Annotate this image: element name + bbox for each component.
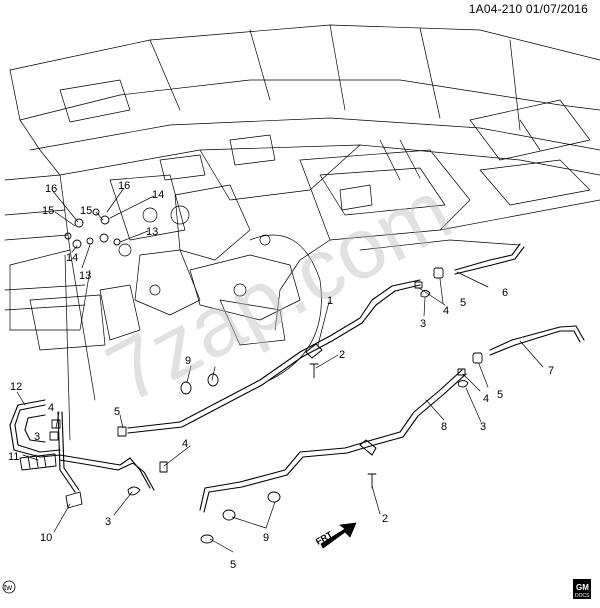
clip-3-d bbox=[49, 431, 59, 441]
callout-3: 3 bbox=[480, 421, 486, 433]
fitting-11 bbox=[19, 453, 57, 471]
callout-5: 5 bbox=[230, 559, 236, 571]
callout-2: 2 bbox=[382, 513, 388, 525]
brake-pipe-1 bbox=[127, 279, 421, 434]
brake-hose-12 bbox=[9, 399, 155, 493]
callout-4: 4 bbox=[443, 305, 449, 317]
brake-pipe-6 bbox=[454, 243, 525, 275]
callout-11: 11 bbox=[8, 451, 19, 463]
callout-15: 15 bbox=[42, 205, 54, 217]
callout-5: 5 bbox=[497, 389, 503, 401]
callout-5: 5 bbox=[114, 406, 120, 418]
clip-5-c bbox=[472, 352, 483, 364]
callout-9: 9 bbox=[185, 355, 191, 367]
clip-3-a bbox=[420, 290, 431, 298]
tw-logo bbox=[2, 580, 16, 594]
callout-4: 4 bbox=[182, 438, 188, 450]
callout-13: 13 bbox=[79, 270, 91, 282]
clip-9-b bbox=[207, 373, 219, 387]
callout-3: 3 bbox=[420, 318, 426, 330]
tw-logo-text: tw bbox=[4, 583, 12, 592]
diagram-code: 1A04-210 01/07/2016 bbox=[468, 2, 588, 16]
brake-pipe-8 bbox=[199, 369, 467, 513]
callout-3: 3 bbox=[105, 516, 111, 528]
clip-5-a bbox=[117, 426, 127, 437]
callout-8: 8 bbox=[441, 421, 447, 433]
callout-labels: 1 2 2 3 3 3 3 4 4 4 4 5 5 5 5 6 7 8 9 9 … bbox=[8, 180, 554, 571]
leader-lines bbox=[16, 187, 544, 553]
callout-7: 7 bbox=[548, 365, 554, 377]
callout-2: 2 bbox=[339, 349, 345, 361]
callout-3: 3 bbox=[34, 431, 40, 443]
callout-14: 14 bbox=[152, 189, 164, 201]
watermark: 7zap.com bbox=[92, 162, 466, 422]
brake-pipe-7 bbox=[489, 325, 585, 356]
bolt-2-a bbox=[309, 363, 319, 379]
clip-5-b bbox=[433, 267, 444, 279]
callout-12: 12 bbox=[10, 381, 22, 393]
callout-16: 16 bbox=[118, 180, 130, 192]
callout-13: 13 bbox=[146, 226, 158, 238]
fitting-4-c bbox=[159, 461, 168, 473]
gm-logo-subtext: DOCS bbox=[575, 593, 590, 599]
gm-logo-text: GM bbox=[576, 583, 589, 592]
clip-9-c bbox=[222, 509, 236, 521]
clip-3-b bbox=[457, 380, 469, 388]
clip-9-a bbox=[180, 381, 192, 395]
clip-9-d bbox=[267, 491, 281, 503]
callout-6: 6 bbox=[502, 287, 508, 299]
vehicle-underbody bbox=[4, 24, 600, 441]
fitting-4-a bbox=[414, 281, 423, 289]
clip-5-d bbox=[200, 534, 214, 544]
bracket-10 bbox=[65, 491, 83, 509]
callout-16: 16 bbox=[45, 183, 57, 195]
callout-9: 9 bbox=[263, 532, 269, 544]
callout-10: 10 bbox=[40, 532, 52, 544]
gm-docs-logo bbox=[573, 579, 591, 599]
clip-3-c bbox=[127, 486, 141, 496]
callout-4: 4 bbox=[483, 393, 489, 405]
callout-4: 4 bbox=[48, 402, 54, 414]
callout-1: 1 bbox=[327, 295, 333, 307]
fitting-4-b bbox=[457, 368, 466, 376]
callout-5: 5 bbox=[460, 297, 466, 309]
callout-14: 14 bbox=[66, 252, 78, 264]
callout-15: 15 bbox=[80, 205, 92, 217]
bushings-13-16 bbox=[64, 208, 121, 249]
front-arrow bbox=[320, 522, 357, 549]
